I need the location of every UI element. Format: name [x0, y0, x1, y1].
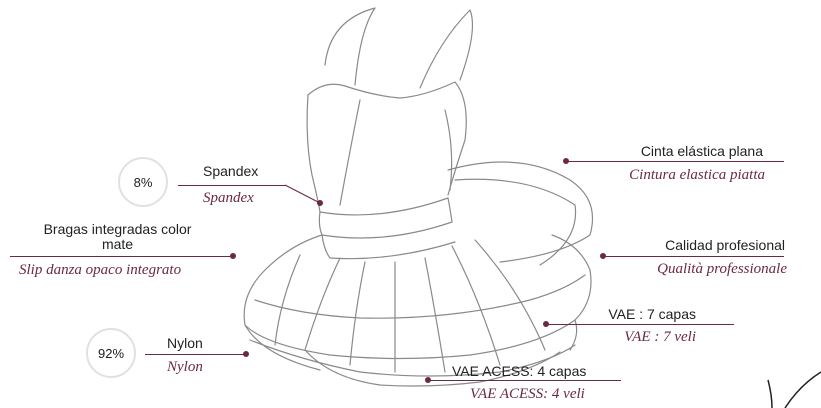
bragas-label-line2: mate [102, 236, 133, 252]
nylon-percent-badge: 92% [86, 328, 136, 378]
nylon-label: Nylon [167, 335, 203, 351]
vae4-label: VAE ACESS: 4 capas [452, 363, 586, 379]
nylon-point [243, 351, 249, 357]
spandex-leader-line [178, 185, 286, 186]
nylon-leader-line [145, 354, 245, 355]
spandex-percent-badge: 8% [118, 157, 168, 207]
vae4-leader-line [429, 380, 621, 381]
vae7-leader-line [547, 324, 734, 325]
bragas-label: Bragas integradas color mate [15, 222, 220, 252]
nylon-label-it: Nylon [167, 359, 203, 376]
vae7-label: VAE : 7 capas [560, 306, 696, 322]
bragas-label-line1: Bragas integradas color [44, 221, 192, 237]
bragas-leader-line [10, 256, 232, 257]
calidad-leader-line [604, 256, 784, 257]
spandex-label: Spandex [203, 163, 258, 179]
calidad-label: Calidad profesional [600, 237, 785, 253]
cinta-label: Cinta elástica plana [580, 143, 763, 159]
cinta-leader-line [567, 161, 784, 162]
cinta-label-it: Cintura elastica piatta [580, 167, 765, 184]
vae7-label-it: VAE : 7 veli [560, 329, 696, 346]
spandex-point [317, 200, 323, 206]
spandex-label-it: Spandex [203, 190, 254, 207]
vae4-label-it: VAE ACESS: 4 veli [470, 386, 585, 403]
bragas-point [230, 253, 236, 259]
calidad-label-it: Qualità professionale [600, 261, 787, 278]
bragas-label-it: Slip danza opaco integrato [19, 262, 181, 279]
